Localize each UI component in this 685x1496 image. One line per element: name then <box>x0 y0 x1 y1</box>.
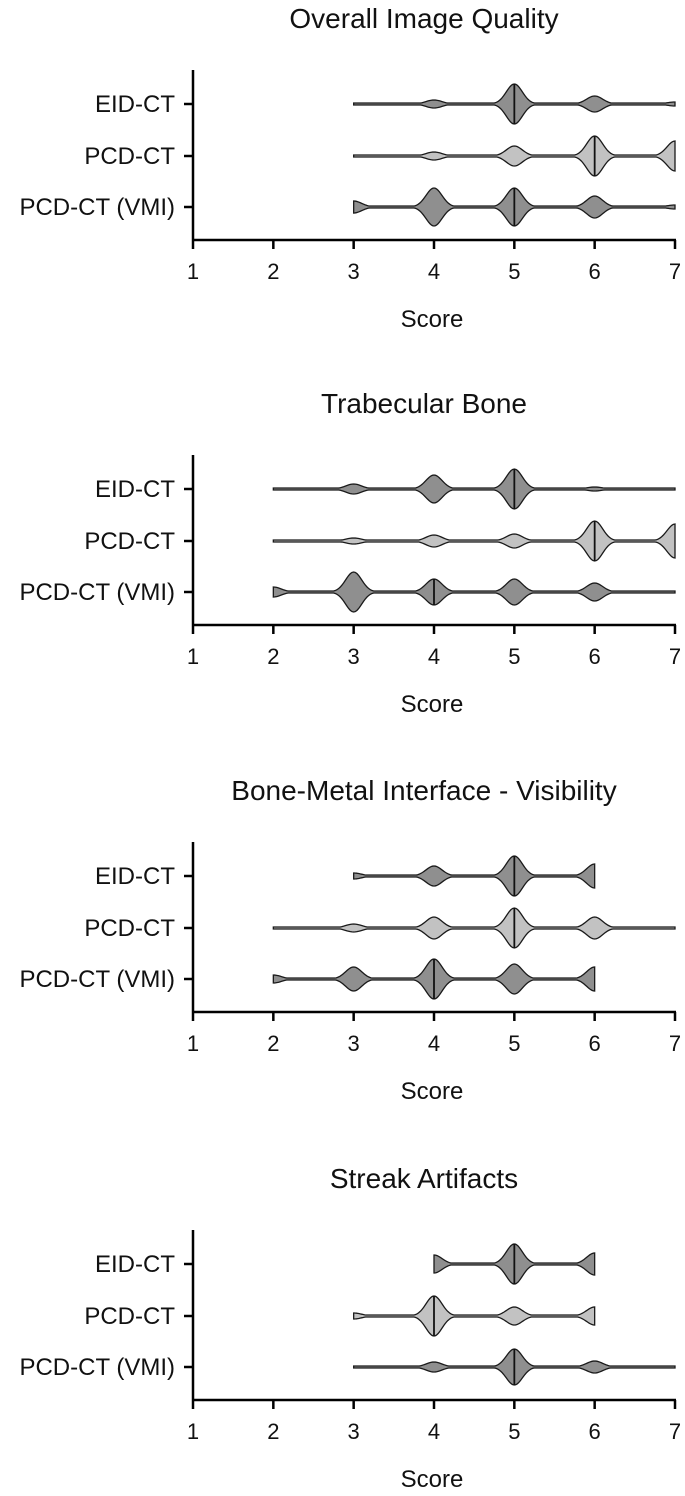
x-tick-label: 2 <box>267 1031 279 1056</box>
x-tick-label: 7 <box>669 259 681 284</box>
x-tick-label: 4 <box>428 259 440 284</box>
x-tick-label: 6 <box>589 644 601 669</box>
x-axis-title: Score <box>401 306 464 333</box>
x-tick-label: 7 <box>669 644 681 669</box>
y-category-label: PCD-CT <box>84 528 175 555</box>
x-tick-label: 6 <box>589 1031 601 1056</box>
chart-title: Streak Artifacts <box>330 1163 518 1194</box>
y-category-label: PCD-CT (VMI) <box>19 966 175 993</box>
x-tick-label: 7 <box>669 1419 681 1444</box>
x-tick-label: 6 <box>589 1419 601 1444</box>
x-tick-label: 3 <box>348 644 360 669</box>
y-category-label: PCD-CT <box>84 1303 175 1330</box>
y-category-label: EID-CT <box>95 863 175 890</box>
x-tick-label: 3 <box>348 259 360 284</box>
y-category-label: EID-CT <box>95 91 175 118</box>
x-tick-label: 2 <box>267 259 279 284</box>
x-axis-title: Score <box>401 691 464 718</box>
chart-title: Overall Image Quality <box>289 3 558 34</box>
x-tick-label: 1 <box>187 1419 199 1444</box>
chart-title: Trabecular Bone <box>321 388 527 419</box>
x-tick-label: 6 <box>589 259 601 284</box>
chart-panel-3: Bone-Metal Interface - Visibility 1 2 3 4 5 6 7… <box>19 775 681 1105</box>
y-category-label: PCD-CT (VMI) <box>19 194 175 221</box>
x-tick-label: 5 <box>508 1419 520 1444</box>
violin-shape <box>272 907 676 949</box>
violin-shape <box>272 520 676 562</box>
violin-shape <box>353 135 676 177</box>
violin-shape <box>353 1295 596 1337</box>
x-tick-label: 3 <box>348 1419 360 1444</box>
x-tick-label: 5 <box>508 644 520 669</box>
violin-shape <box>272 571 676 613</box>
y-category-label: PCD-CT (VMI) <box>19 1354 175 1381</box>
x-tick-label: 7 <box>669 1031 681 1056</box>
chart-title: Bone-Metal Interface - Visibility <box>231 775 616 806</box>
violin-shape <box>353 855 596 897</box>
x-tick-label: 1 <box>187 259 199 284</box>
x-axis-title: Score <box>401 1078 464 1105</box>
y-category-label: PCD-CT (VMI) <box>19 579 175 606</box>
x-tick-label: 4 <box>428 1419 440 1444</box>
x-tick-label: 4 <box>428 1031 440 1056</box>
x-tick-label: 1 <box>187 1031 199 1056</box>
violin-shape <box>272 468 676 510</box>
x-tick-label: 2 <box>267 644 279 669</box>
x-tick-label: 4 <box>428 644 440 669</box>
x-axis-title: Score <box>401 1466 464 1493</box>
x-tick-label: 2 <box>267 1419 279 1444</box>
x-tick-label: 3 <box>348 1031 360 1056</box>
x-tick-label: 1 <box>187 644 199 669</box>
y-category-label: EID-CT <box>95 1251 175 1278</box>
x-tick-label: 5 <box>508 1031 520 1056</box>
y-category-label: PCD-CT <box>84 915 175 942</box>
y-category-label: EID-CT <box>95 476 175 503</box>
x-tick-label: 5 <box>508 259 520 284</box>
y-category-label: PCD-CT <box>84 143 175 170</box>
